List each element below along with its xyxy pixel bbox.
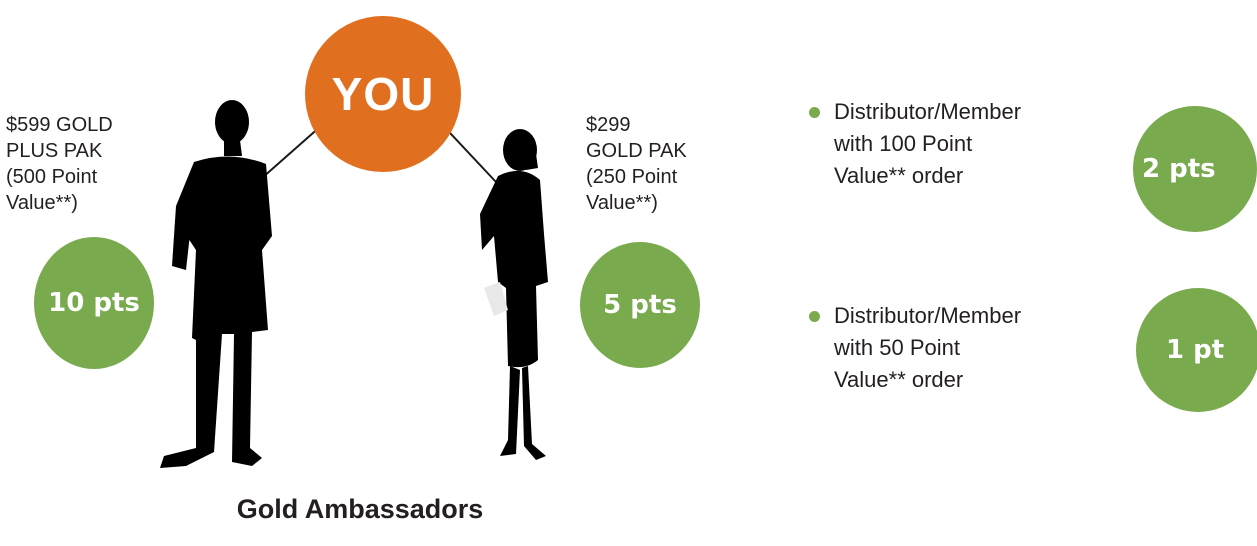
left-pak-line: $599 GOLD — [6, 114, 113, 136]
woman-silhouette — [480, 129, 548, 460]
bullet-line: Distributor/Member — [834, 99, 1022, 124]
left-pak-line: PLUS PAK — [6, 140, 103, 162]
bullet-line: with 50 Point — [834, 335, 960, 360]
bullet-line: with 100 Point — [834, 131, 973, 156]
left-points-circle: 10 pts — [34, 237, 154, 369]
bullet-line: Value** order — [834, 367, 964, 392]
points-circle-2: 2 pts — [1133, 106, 1257, 232]
you-circle: YOU — [305, 16, 461, 172]
left-points-label: 10 pts — [48, 288, 140, 318]
right-pak-line: GOLD PAK — [586, 140, 687, 162]
man-silhouette — [160, 100, 272, 468]
right-points-label: 5 pts — [603, 290, 677, 320]
right-pak-line: $299 — [586, 114, 631, 136]
right-pak-label: $299 GOLD PAK (250 Point Value**) — [586, 112, 746, 216]
points-label-1: 1 pt — [1166, 335, 1225, 365]
caption: Gold Ambassadors — [236, 494, 484, 524]
left-pak-label: $599 GOLD PLUS PAK (500 Point Value**) — [6, 112, 166, 216]
right-points-circle: 5 pts — [580, 242, 700, 368]
bullet-item-100pv: Distributor/Member with 100 Point Value*… — [809, 96, 1124, 192]
bullet-dot-icon — [809, 107, 820, 118]
right-pak-line: (250 Point — [586, 166, 678, 188]
you-label: YOU — [331, 68, 435, 120]
points-circle-1: 1 pt — [1136, 288, 1257, 412]
bullet-line: Distributor/Member — [834, 303, 1022, 328]
right-pak-line: Value**) — [586, 192, 658, 214]
bullet-dot-icon — [809, 311, 820, 322]
left-pak-line: (500 Point — [6, 166, 98, 188]
bullet-item-50pv: Distributor/Member with 50 Point Value**… — [809, 300, 1124, 396]
bullet-line: Value** order — [834, 163, 964, 188]
left-pak-line: Value**) — [6, 192, 78, 214]
points-label-2: 2 pts — [1142, 154, 1216, 184]
